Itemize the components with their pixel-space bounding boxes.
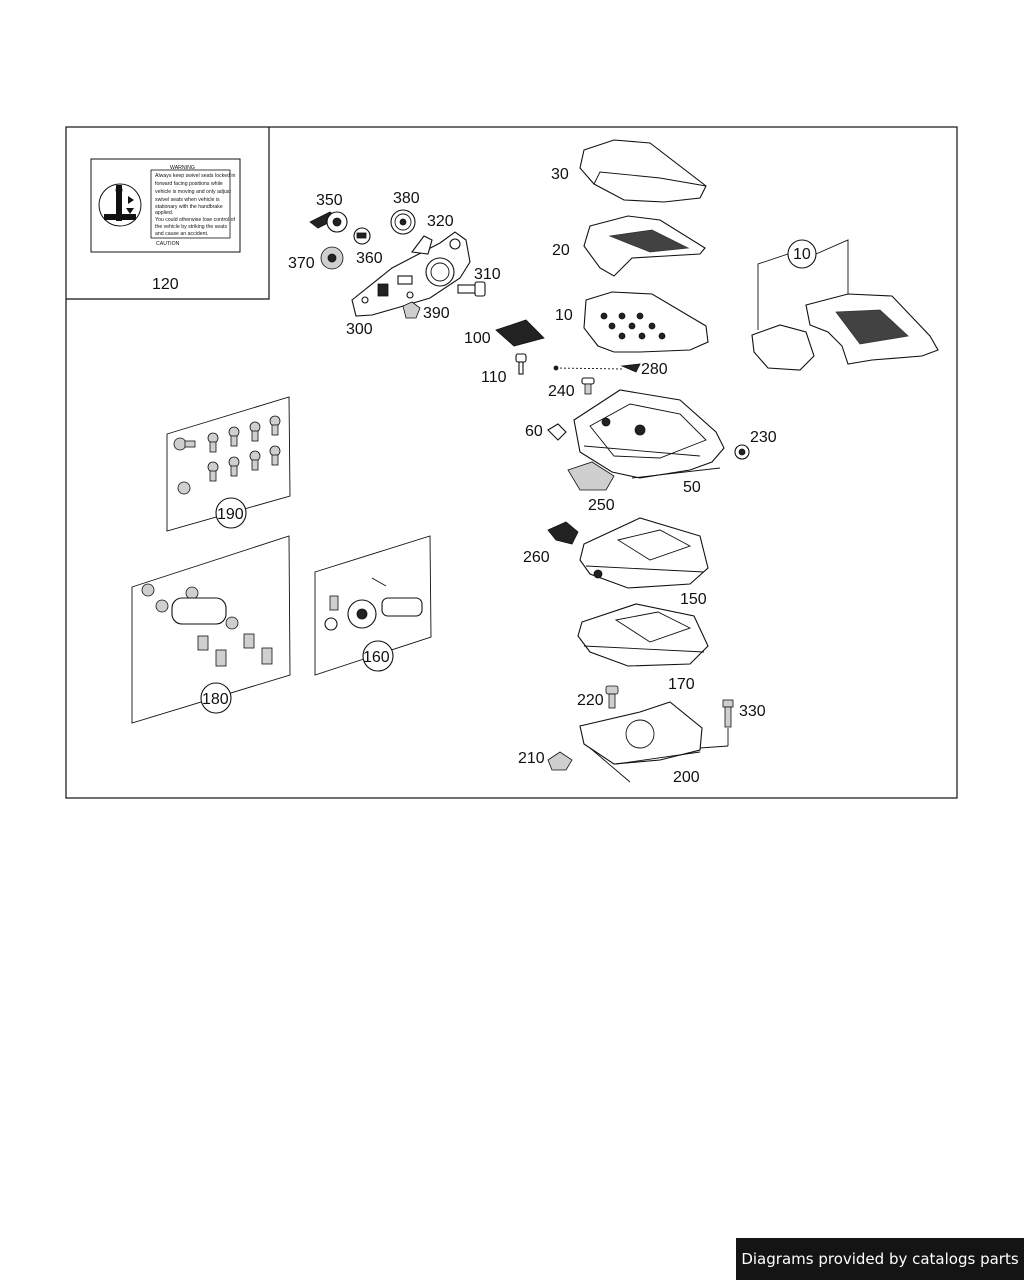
callout-320: 320	[427, 213, 454, 230]
callout-20: 20	[552, 242, 570, 259]
callout-110: 110	[481, 369, 507, 386]
part-370-gear	[320, 246, 344, 270]
part-220-bolt	[605, 685, 619, 709]
callout-50: 50	[683, 479, 701, 496]
callout-180: 180	[202, 691, 229, 708]
part-280-cable	[553, 363, 641, 373]
warning-line: the vehicle by striking the seats	[155, 224, 227, 230]
part-200-swivel-base	[579, 701, 703, 783]
part-390-knob	[402, 301, 421, 319]
part-380-gear-disc	[390, 209, 416, 235]
part-30-cushion-top	[579, 139, 707, 203]
callout-10: 10	[555, 307, 573, 324]
part-170-base-lower	[577, 603, 709, 667]
label-box-divider	[66, 127, 270, 300]
callout-280: 280	[641, 361, 668, 378]
callout-260: 260	[523, 549, 550, 566]
footer-banner: Diagrams provided by catalogs parts	[736, 1238, 1024, 1280]
diagram-frame	[65, 126, 958, 799]
callout-300: 300	[346, 321, 373, 338]
part-180-spring-kit	[131, 535, 291, 724]
callout-150: 150	[680, 591, 707, 608]
part-230-nut	[734, 444, 750, 460]
warning-line: forward facing positions while	[155, 181, 223, 187]
part-50-seat-frame	[573, 389, 725, 479]
callout-370: 370	[288, 255, 315, 272]
callout-310: 310	[474, 266, 501, 283]
callout-220: 220	[577, 692, 604, 709]
part-190-bolt-kit	[166, 396, 291, 532]
part-20-cushion-cover	[583, 215, 706, 277]
callout-120: 120	[152, 276, 179, 293]
part-310-screw	[457, 281, 486, 297]
callout-30: 30	[551, 166, 569, 183]
part-240-screw	[581, 377, 595, 395]
part-10-cushion-alt	[751, 239, 939, 371]
warning-line: stationary with the handbrake	[155, 204, 223, 210]
part-320-bracket	[410, 235, 433, 255]
warning-line: applied.	[155, 210, 173, 216]
warning-line: swivel seats when vehicle is	[155, 197, 220, 203]
warning-line: vehicle is moving and only adjust	[155, 189, 231, 195]
callout-230: 230	[750, 429, 777, 446]
warning-line: You could otherwise lose control of	[155, 217, 236, 223]
part-350-lever	[309, 211, 348, 233]
part-10-cushion-pad	[583, 291, 709, 353]
part-210-cover	[547, 751, 573, 771]
part-160-motor-kit	[314, 535, 432, 676]
callout-100: 100	[464, 330, 491, 347]
warning-footer: CAUTION	[156, 241, 180, 247]
callout-240: 240	[548, 383, 575, 400]
callout-190: 190	[217, 506, 244, 523]
footer-text: Diagrams provided by catalogs parts	[741, 1250, 1019, 1268]
callout-160: 160	[363, 649, 390, 666]
part-260-bracket	[547, 521, 579, 545]
callout-250: 250	[588, 497, 615, 514]
callout-60: 60	[525, 423, 543, 440]
callout-390: 390	[423, 305, 450, 322]
callout-170: 170	[668, 676, 695, 693]
warning-line: Always keep swivel seats locked in	[155, 173, 236, 179]
callout-350: 350	[316, 192, 343, 209]
callout-10b: 10	[793, 246, 811, 263]
callout-380: 380	[393, 190, 420, 207]
part-360-clip	[353, 227, 371, 245]
part-330-screw	[699, 699, 734, 749]
callout-200: 200	[673, 769, 700, 786]
callout-330: 330	[739, 703, 766, 720]
callout-210: 210	[518, 750, 545, 767]
part-110-bolt	[515, 353, 527, 375]
part-150-base-upper	[579, 517, 709, 589]
part-250-motor	[567, 461, 615, 491]
part-100-pad	[495, 319, 545, 347]
part-60-cap	[547, 423, 567, 441]
part-300-side-trim	[351, 231, 471, 317]
warning-line: and cause an accident.	[155, 231, 208, 237]
warning-heading: WARNING	[170, 165, 195, 171]
callout-360: 360	[356, 250, 383, 267]
part-120-warning-label: WARNING Always keep swivel seats locked …	[90, 158, 241, 253]
